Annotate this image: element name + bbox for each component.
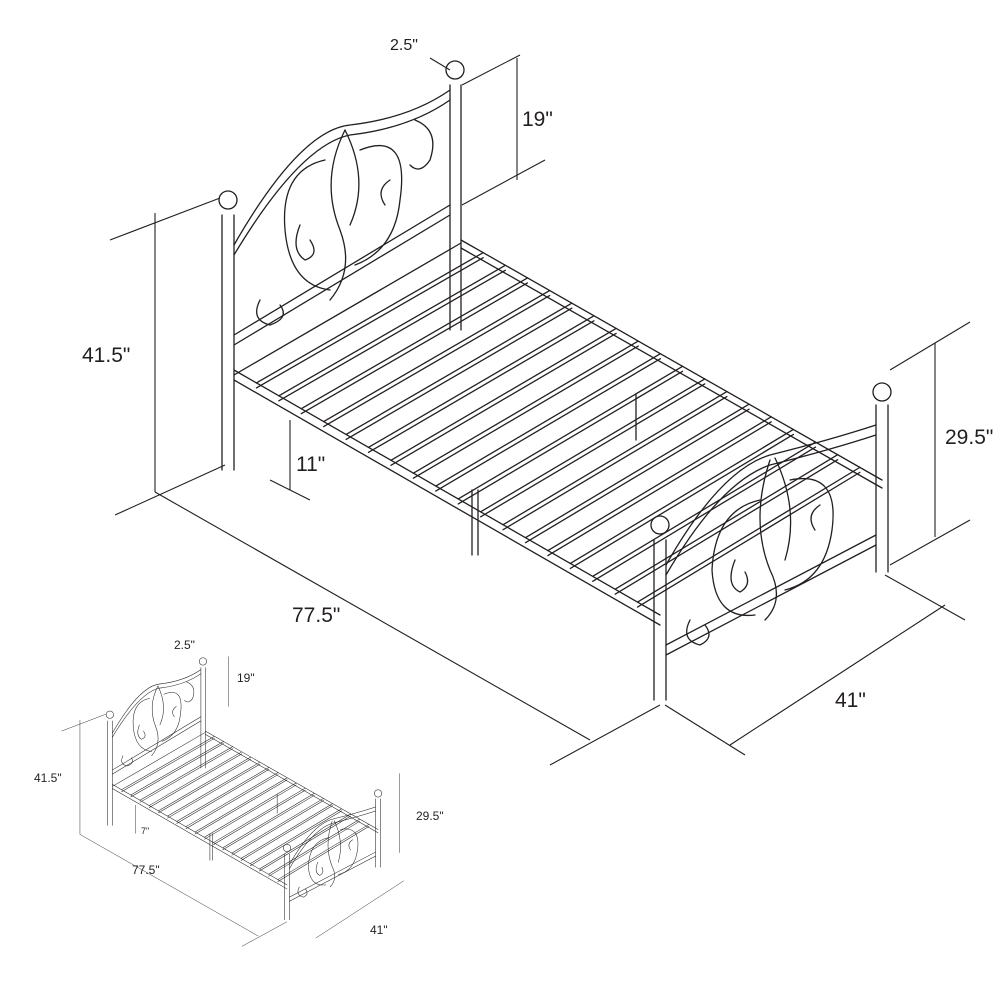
main-post-diameter-label: 2.5" bbox=[390, 37, 418, 54]
main-dimension-lines bbox=[109, 54, 971, 766]
main-clearance-label: 11" bbox=[296, 453, 325, 476]
inset-length-label: 77.5" bbox=[132, 863, 160, 877]
inset-post-diameter-label: 2.5" bbox=[174, 638, 195, 652]
main-width-label: 41" bbox=[835, 689, 866, 712]
inset-width-label: 41" bbox=[370, 923, 388, 937]
inset-bed-drawing bbox=[105, 657, 382, 920]
inset-headboard-above-frame-label: 19" bbox=[237, 671, 255, 685]
main-length-label: 77.5" bbox=[292, 604, 340, 627]
main-headboard-above-frame-label: 19" bbox=[522, 108, 553, 131]
inset-headboard-height-label: 41.5" bbox=[34, 771, 62, 785]
inset-footboard-height-label: 29.5" bbox=[416, 809, 444, 823]
inset-clearance-label: 7" bbox=[141, 826, 149, 836]
main-headboard-height-label: 41.5" bbox=[82, 344, 130, 367]
inset-view bbox=[61, 656, 404, 947]
main-footboard-height-label: 29.5" bbox=[945, 426, 993, 449]
